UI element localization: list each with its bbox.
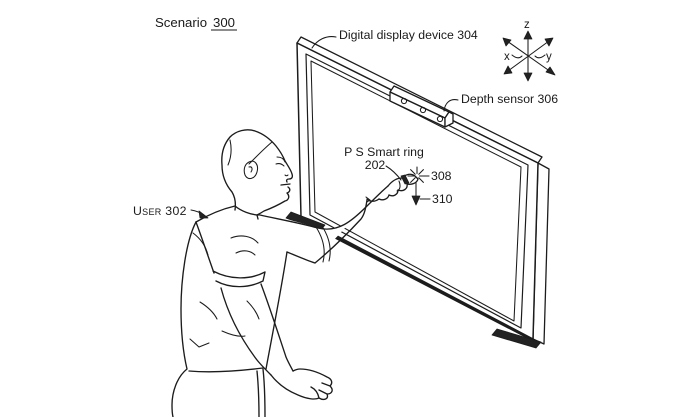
axis-arrow-up — [523, 30, 533, 40]
user-hanging-hand — [270, 368, 333, 401]
user-label: User 302 — [133, 204, 187, 218]
user-head-outline — [221, 129, 294, 220]
ref-310-label: 310 — [432, 192, 453, 206]
display-foot-right — [491, 328, 542, 349]
user-face-details — [275, 156, 289, 177]
digital-display-device — [285, 36, 550, 349]
axis-x-label: x — [504, 51, 510, 63]
axis-z-label: z — [524, 19, 530, 31]
user-shoulder — [195, 205, 260, 223]
smart-ring-label-line1: P S Smart ring — [344, 145, 424, 159]
display-front-frame — [296, 42, 539, 340]
smart-ring — [400, 174, 410, 185]
axis-arrow-lower-left — [503, 65, 513, 75]
touch-starburst — [407, 166, 427, 183]
ref-308-label: 308 — [431, 169, 452, 183]
annotations: Scenario 300 Digital display device 304 … — [133, 15, 558, 219]
user-figure — [171, 129, 419, 417]
user-label-arrowhead — [198, 210, 209, 219]
user-shirt-wrinkles — [189, 232, 260, 348]
display-label: Digital display device 304 — [339, 28, 478, 42]
user-back — [171, 221, 197, 417]
axis-arrow-upper-right — [544, 37, 554, 47]
smart-ring-label-line2: 202 — [365, 158, 386, 172]
axis-y-label: y — [546, 51, 552, 63]
user-pointing-hand — [366, 173, 419, 202]
smart-ring-label-leader — [385, 165, 402, 181]
scenario-label: Scenario — [155, 15, 207, 30]
user-pants — [256, 368, 266, 417]
smart-ring-group — [400, 166, 427, 206]
depth-sensor-lens-2 — [419, 106, 427, 114]
depth-sensor-lens-3 — [436, 115, 444, 123]
depth-sensor — [389, 85, 454, 128]
display-bezel — [305, 53, 529, 329]
display-screen — [310, 60, 522, 322]
scenario-number: 300 — [213, 15, 235, 30]
user-chest — [265, 251, 288, 370]
axis-lines — [506, 37, 552, 75]
depth-sensor-label-leader — [443, 99, 459, 112]
user-silhouette — [171, 129, 418, 417]
user-raised-arm-top — [259, 185, 389, 230]
user-palm-lines — [365, 180, 401, 203]
depth-sensor-end-cap — [444, 111, 454, 128]
user-hairline — [227, 139, 273, 166]
axis-arrow-lower-right — [545, 66, 556, 76]
user-sleeve-cuff — [315, 225, 331, 263]
depth-sensor-label: Depth sensor 306 — [461, 92, 558, 106]
user-shirt-hem — [188, 367, 264, 373]
user-ear — [243, 160, 259, 180]
axis-arrow-down — [523, 72, 533, 82]
axis-label-hooks — [511, 54, 546, 59]
user-hanging-forearm — [220, 283, 294, 376]
coordinate-axes: z x y — [502, 19, 556, 82]
gesture-arrow-head — [411, 195, 421, 206]
depth-sensor-lens-1 — [400, 97, 408, 105]
display-label-leader — [311, 36, 337, 49]
axis-arrow-upper-left — [502, 37, 512, 47]
